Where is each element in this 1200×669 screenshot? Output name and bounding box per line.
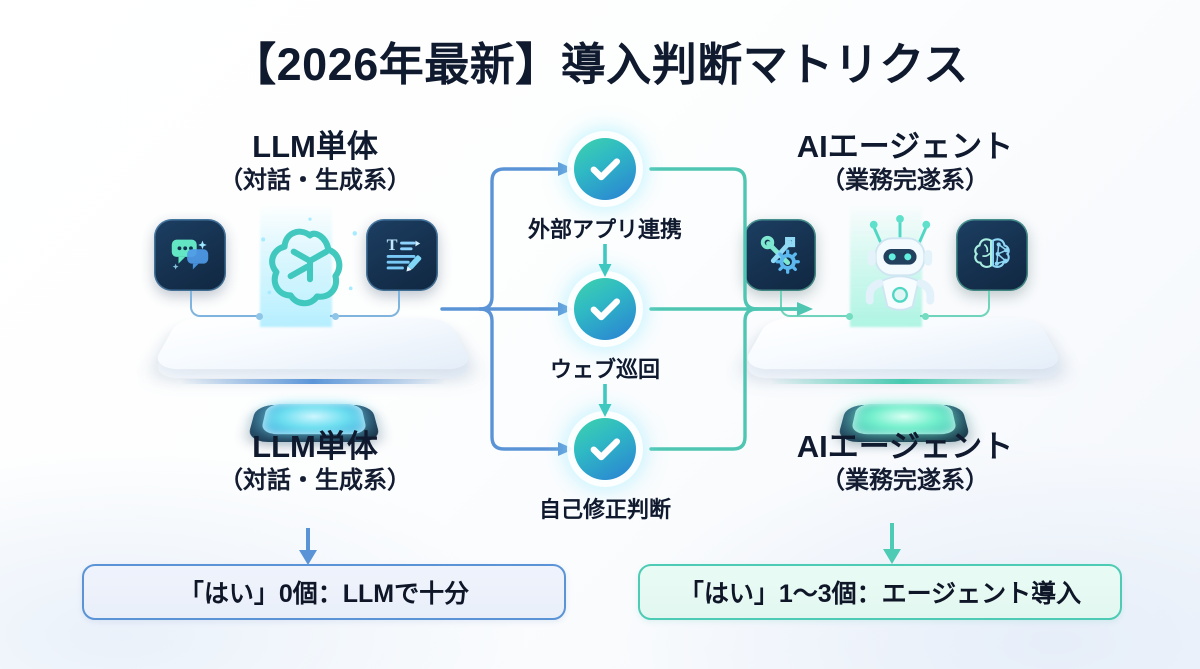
arrow-down-blue-icon bbox=[296, 528, 320, 571]
agent-pedestal bbox=[740, 293, 1066, 443]
right-heading-line1: AIエージェント bbox=[796, 129, 1014, 164]
leader-line-right bbox=[330, 291, 400, 317]
left-column-heading: LLM単体 （対話・生成系） bbox=[150, 129, 480, 196]
arrow-down-teal-icon bbox=[598, 384, 612, 418]
right-heading-line2: （業務完遂系） bbox=[821, 166, 989, 194]
llm-illustration: T bbox=[148, 205, 478, 443]
result-left-text: 「はい」0個：LLMで十分 bbox=[178, 580, 470, 608]
arrow-down-teal-icon bbox=[880, 523, 904, 570]
svg-text:T: T bbox=[387, 235, 398, 254]
checkpoint-label-1: 外部アプリ連携 bbox=[527, 217, 682, 242]
page-title: 【2026年最新】導入判断マトリクス bbox=[231, 39, 969, 90]
left-column-footer: LLM単体 （対話・生成系） bbox=[150, 429, 480, 496]
right-footer-line1: AIエージェント bbox=[796, 429, 1014, 464]
left-footer-line2: （対話・生成系） bbox=[219, 466, 411, 494]
decision-checkpoints: 外部アプリ連携 ウェブ巡回 自己修正判断 bbox=[440, 120, 813, 540]
robot-icon bbox=[834, 213, 966, 325]
leader-line-right bbox=[920, 291, 990, 317]
result-box-agent: 「はい」1〜3個：エージェント導入 bbox=[638, 564, 1122, 620]
openai-flower-icon bbox=[244, 213, 376, 325]
text-document-pencil-icon: T bbox=[366, 219, 438, 291]
right-column-heading: AIエージェント （業務完遂系） bbox=[740, 129, 1070, 196]
leader-line-left bbox=[190, 291, 260, 317]
left-heading-line1: LLM単体 bbox=[252, 129, 378, 164]
agent-illustration bbox=[738, 205, 1068, 443]
check-circle-icon bbox=[574, 138, 636, 200]
right-footer-line2: （業務完遂系） bbox=[821, 466, 989, 494]
arrow-down-teal-icon bbox=[598, 244, 612, 278]
check-circle-icon bbox=[574, 278, 636, 340]
left-heading-line2: （対話・生成系） bbox=[219, 166, 411, 194]
check-circle-icon bbox=[574, 418, 636, 480]
left-footer-line1: LLM単体 bbox=[252, 429, 378, 464]
result-right-text: 「はい」1〜3個：エージェント導入 bbox=[678, 580, 1082, 608]
chat-bubbles-icon bbox=[154, 219, 226, 291]
checkpoint-label-2: ウェブ巡回 bbox=[549, 357, 660, 382]
brain-network-icon bbox=[956, 219, 1028, 291]
result-box-llm: 「はい」0個：LLMで十分 bbox=[82, 564, 566, 620]
right-column-footer: AIエージェント （業務完遂系） bbox=[740, 429, 1070, 496]
checkpoint-label-3: 自己修正判断 bbox=[538, 497, 671, 522]
llm-pedestal bbox=[150, 293, 476, 443]
